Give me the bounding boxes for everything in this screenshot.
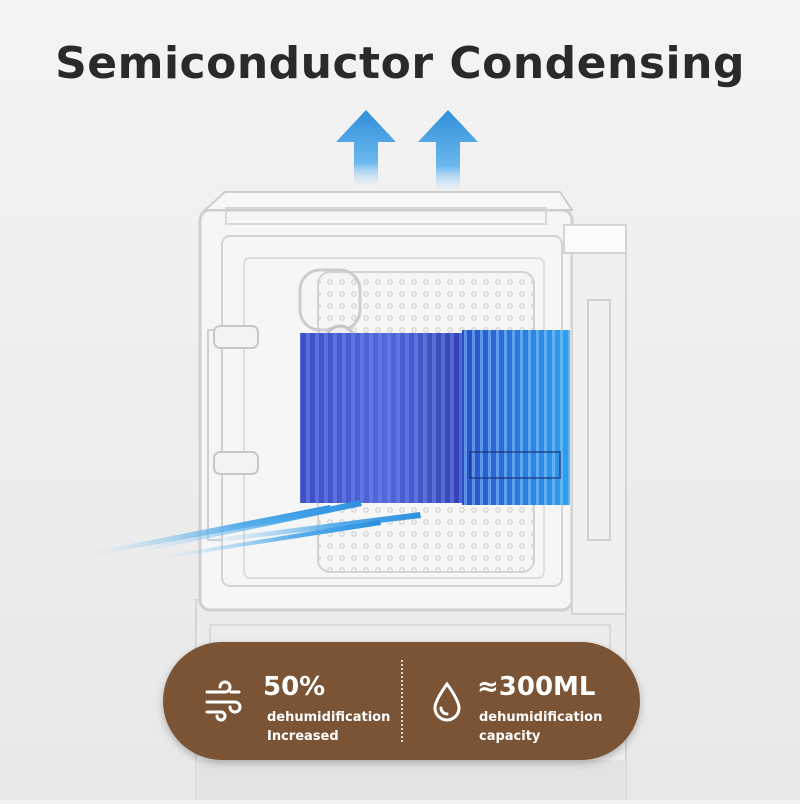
stat-desc-line: Increased bbox=[267, 729, 339, 744]
airflow-up-arrows bbox=[336, 110, 478, 190]
stat-description: dehumidification Increased bbox=[267, 708, 390, 746]
stat-dehumidification-increase: 50% dehumidification Increased bbox=[203, 642, 393, 760]
stat-desc-line: dehumidification bbox=[267, 710, 391, 725]
stat-description: dehumidification capacity bbox=[479, 708, 602, 746]
water-drop-icon bbox=[425, 680, 469, 724]
stat-desc-line: capacity bbox=[479, 729, 541, 744]
stat-dehumidification-capacity: ≈300ML dehumidification capacity bbox=[425, 642, 625, 760]
feature-pill: 50% dehumidification Increased ≈300ML de… bbox=[163, 642, 640, 760]
airflow-in-lines bbox=[90, 500, 421, 559]
headline: Semiconductor Condensing bbox=[55, 38, 745, 89]
stat-desc-line: dehumidification bbox=[479, 710, 603, 725]
stat-value: ≈300ML bbox=[477, 672, 596, 702]
pill-divider bbox=[401, 660, 403, 742]
wind-icon bbox=[203, 680, 247, 724]
condenser-block bbox=[300, 330, 570, 505]
stat-value: 50% bbox=[263, 672, 326, 702]
